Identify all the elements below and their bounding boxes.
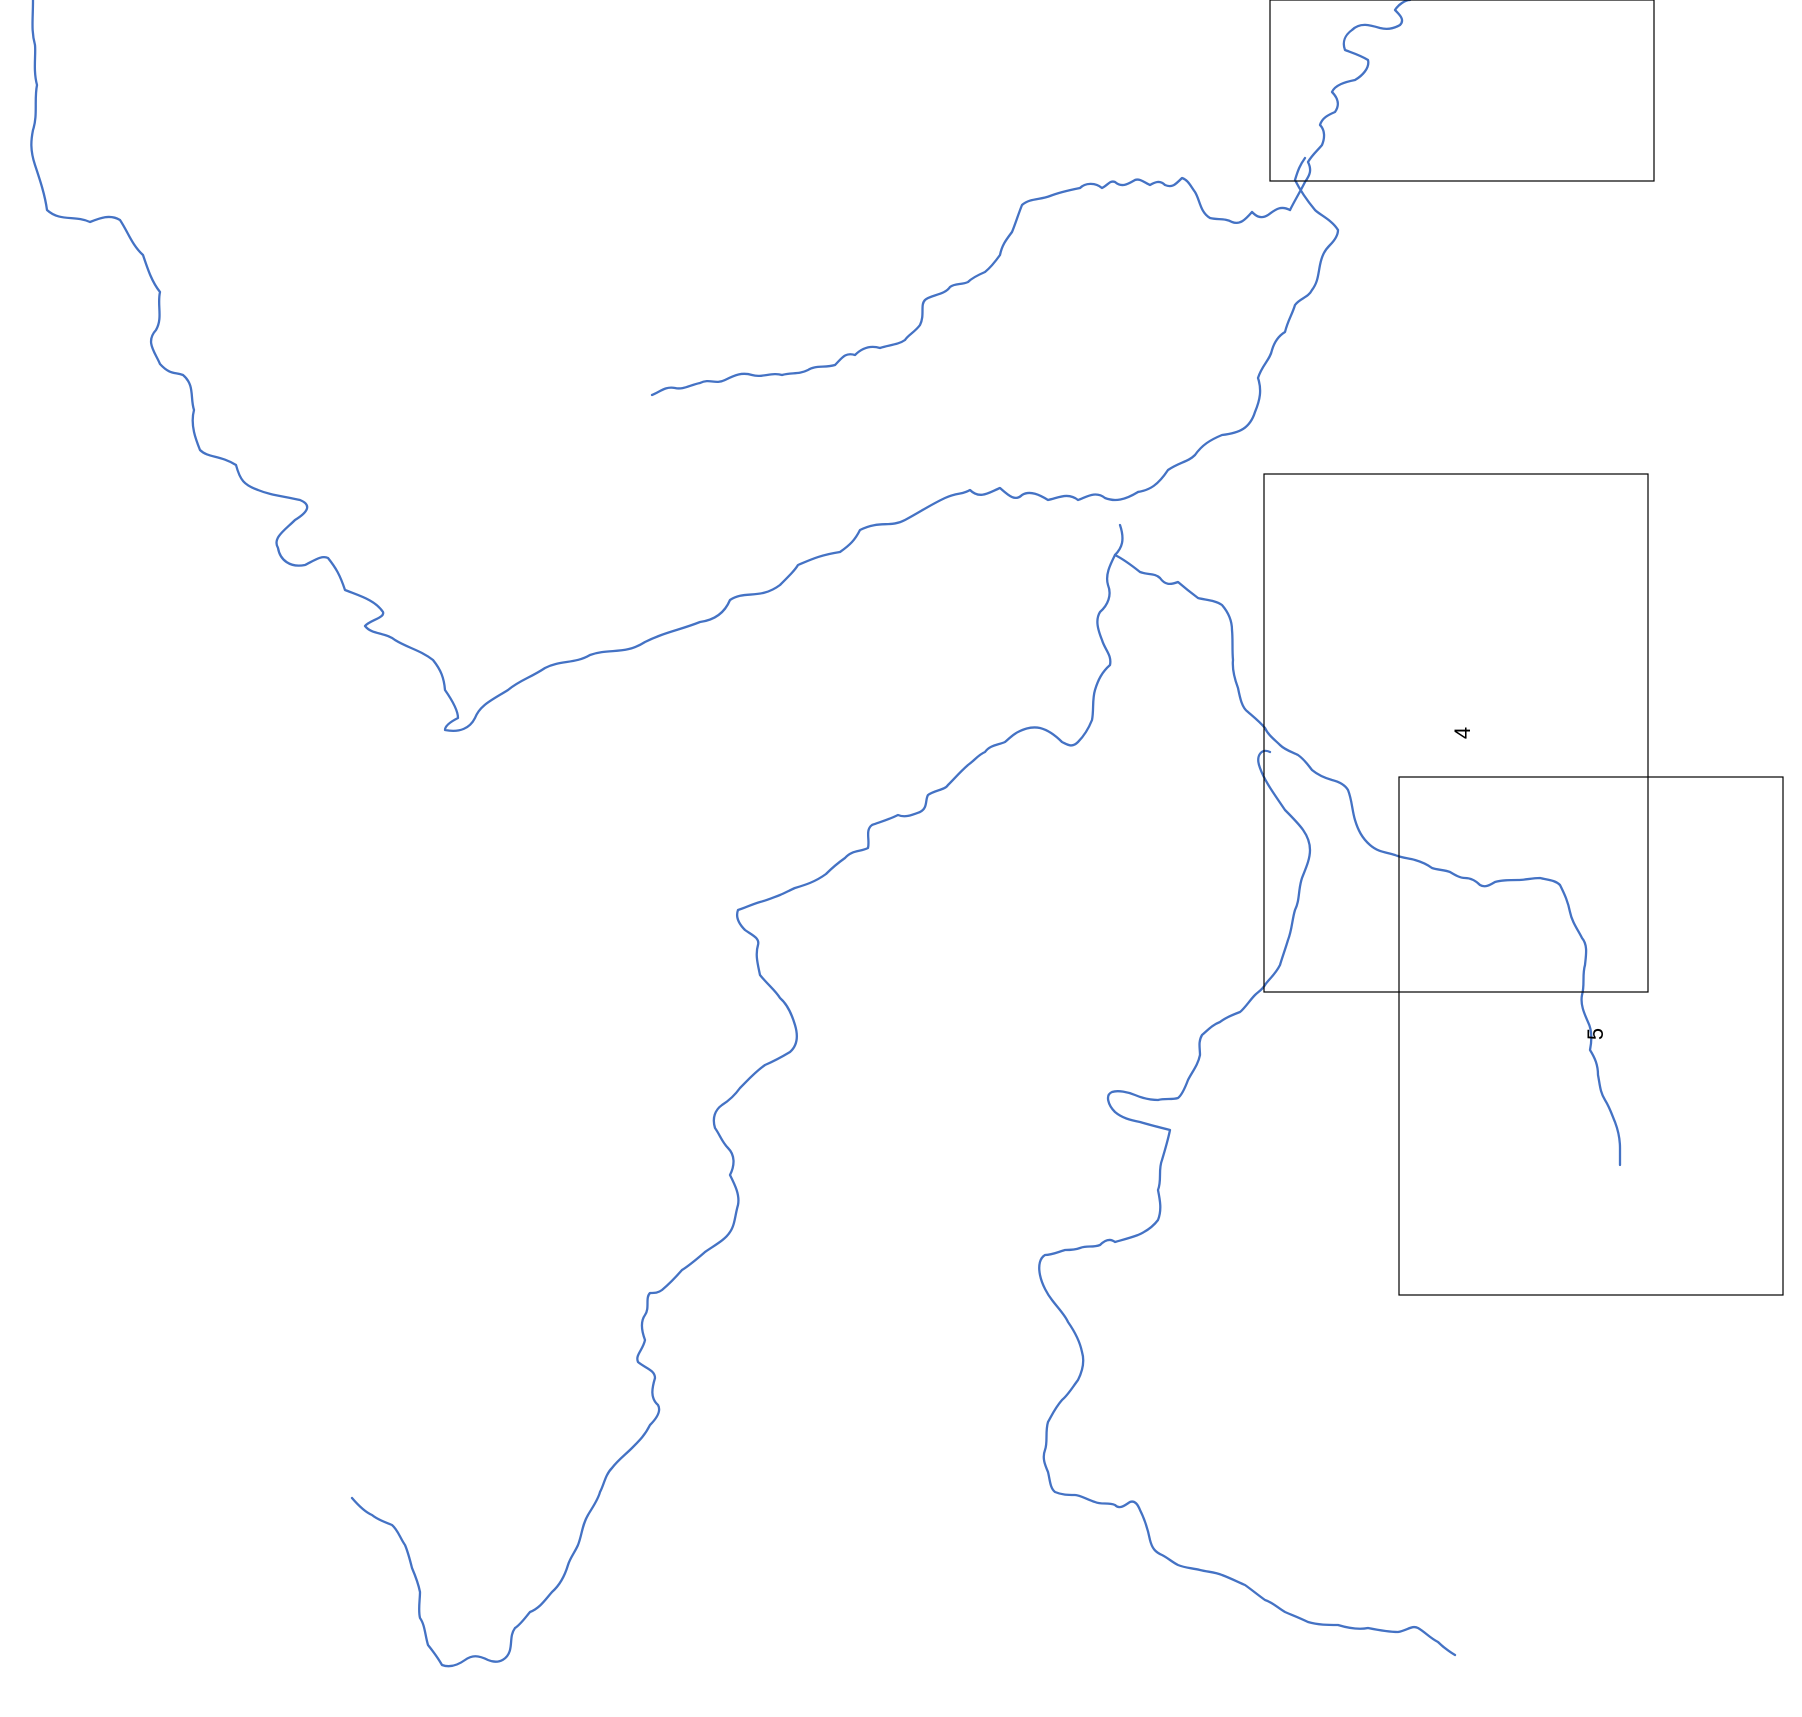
river-line xyxy=(650,176,1292,397)
index-frame-4: 4 xyxy=(1263,473,1649,993)
index-frame-5: 5 xyxy=(1398,776,1784,1296)
index-frame-top-outline xyxy=(1269,0,1655,182)
river-line xyxy=(1038,749,1457,1657)
index-frame-5-label: 5 xyxy=(1583,1028,1608,1040)
river-line xyxy=(1288,0,1412,212)
river-line xyxy=(1136,156,1340,494)
index-frame-4-label: 4 xyxy=(1450,727,1475,739)
river-line xyxy=(1113,553,1622,1167)
river-line xyxy=(350,523,1124,1668)
index-frame-5-outline xyxy=(1398,776,1784,1296)
index-frame-4-outline xyxy=(1263,473,1649,993)
index-frame-top xyxy=(1269,0,1655,182)
river-line xyxy=(30,0,1140,732)
